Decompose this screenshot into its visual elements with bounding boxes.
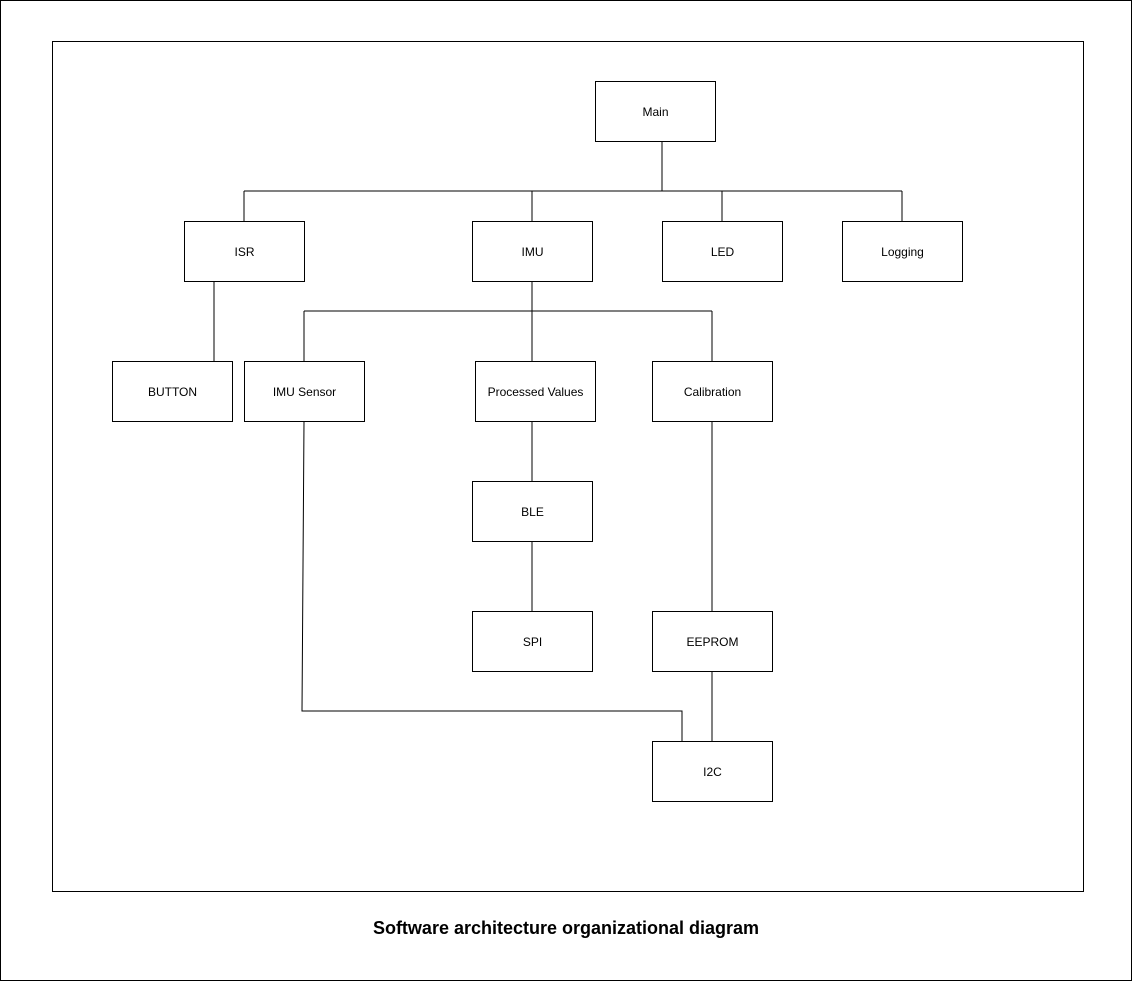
node-imu: IMU xyxy=(472,221,593,282)
node-eeprom: EEPROM xyxy=(652,611,773,672)
node-logging: Logging xyxy=(842,221,963,282)
node-spi: SPI xyxy=(472,611,593,672)
node-main: Main xyxy=(595,81,716,142)
node-isr: ISR xyxy=(184,221,305,282)
node-ble: BLE xyxy=(472,481,593,542)
node-i2c: I2C xyxy=(652,741,773,802)
diagram-caption: Software architecture organizational dia… xyxy=(372,918,760,938)
diagram-frame xyxy=(52,41,1084,892)
node-button: BUTTON xyxy=(112,361,233,422)
edge-imu-sensor-i2c xyxy=(301,420,683,741)
node-imu-sensor: IMU Sensor xyxy=(244,361,365,422)
node-processed-values: Processed Values xyxy=(475,361,596,422)
node-calibration: Calibration xyxy=(652,361,773,422)
node-led: LED xyxy=(662,221,783,282)
